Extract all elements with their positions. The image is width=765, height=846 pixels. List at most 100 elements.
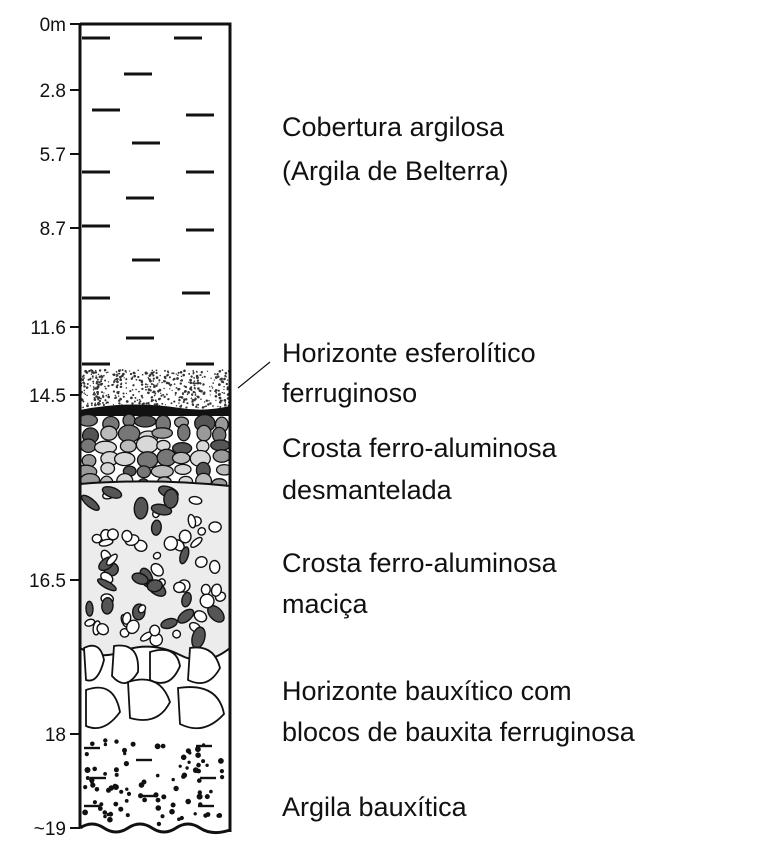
- spherule-dot: [105, 371, 108, 374]
- clay-dot: [114, 772, 119, 777]
- spherule-dot: [152, 390, 156, 394]
- crust-pebble: [136, 451, 159, 469]
- bauxite-block: [187, 646, 221, 684]
- spherule-dot: [220, 380, 224, 383]
- spherule-dot: [152, 380, 154, 382]
- spherule-dot: [226, 388, 229, 391]
- spherule-dot: [183, 385, 186, 387]
- spherule-dot: [86, 383, 89, 385]
- unit-label-line: Horizonte bauxítico com: [282, 676, 572, 706]
- spherule-dot: [97, 403, 100, 406]
- spherule-dot: [119, 397, 122, 401]
- spherule-dot: [102, 403, 105, 407]
- clay-dot: [142, 797, 148, 803]
- crust-nodule: [137, 604, 147, 614]
- clay-dot: [181, 772, 188, 778]
- spherule-dot: [125, 400, 129, 403]
- spherule-dot: [150, 382, 153, 386]
- crust-pebble: [151, 427, 174, 439]
- column-base-wavy: [79, 822, 231, 835]
- spherule-dot: [162, 379, 166, 383]
- spherule-dot: [199, 374, 202, 376]
- clay-dot: [196, 793, 203, 800]
- spherule-dot: [120, 383, 123, 386]
- spherule-dot: [155, 384, 158, 387]
- spherule-dot: [218, 383, 221, 386]
- spherule-dot: [155, 371, 158, 375]
- depth-label: 8.7: [40, 219, 66, 240]
- spherule-dot: [100, 391, 104, 394]
- spherule-dot: [189, 381, 193, 385]
- spherule-dot: [119, 378, 123, 382]
- clay-dot: [124, 799, 129, 803]
- crust-nodule: [179, 546, 190, 565]
- spherule-dot: [208, 400, 210, 402]
- crust-nodule: [172, 629, 182, 639]
- clay-dot: [122, 747, 127, 753]
- spherule-dot: [189, 378, 192, 382]
- spherule-dot: [183, 390, 186, 393]
- spherule-dot: [125, 387, 128, 389]
- clay-dot: [99, 802, 104, 807]
- spherule-dot: [101, 382, 104, 385]
- clay-dot: [123, 761, 129, 767]
- spherule-dot: [83, 382, 86, 385]
- spherule-dot: [108, 385, 110, 387]
- spherule-dot: [92, 371, 95, 375]
- spherule-dot: [116, 380, 119, 384]
- crust-nodule: [188, 495, 203, 505]
- spherule-dot: [140, 380, 144, 384]
- clay-dot: [170, 802, 176, 808]
- spherule-dot: [93, 396, 96, 399]
- clay-dot: [196, 762, 201, 768]
- spherule-dot: [82, 382, 84, 384]
- spherule-dot: [193, 386, 196, 390]
- spherule-dot: [157, 391, 160, 393]
- crust-pebble: [100, 461, 116, 475]
- spherule-dot: [143, 403, 145, 405]
- unit-label-line: Crosta ferro-aluminosa: [282, 433, 558, 463]
- spherule-dot: [133, 372, 136, 375]
- clay-dot: [204, 794, 210, 800]
- spherule-dot: [172, 372, 175, 375]
- crust-nodule: [146, 579, 163, 593]
- column-outline: [78, 22, 232, 832]
- spherule-dot: [97, 373, 100, 376]
- spherule-dot: [147, 384, 149, 386]
- spherule-dot: [128, 370, 131, 372]
- spherule-dot: [132, 384, 135, 387]
- spherule-dot: [173, 383, 176, 385]
- bauxite-block: [149, 648, 181, 684]
- spherule-dot: [118, 402, 121, 405]
- leader-line: [237, 361, 271, 389]
- spherule-dot: [103, 392, 105, 394]
- clay-dot: [160, 743, 166, 749]
- clay-dot: [97, 806, 103, 811]
- spherule-dot: [187, 391, 190, 394]
- crust-nodule: [133, 496, 149, 520]
- spherule-dot: [186, 402, 189, 405]
- crust-nodule: [91, 533, 103, 544]
- spherule-dot: [102, 394, 104, 397]
- depth-label: 11.6: [30, 318, 66, 339]
- spherule-dot: [217, 405, 219, 408]
- crust-nodule: [163, 488, 179, 509]
- crust-pebble: [133, 414, 157, 428]
- spherule-dot: [204, 376, 206, 378]
- spherule-dot: [95, 376, 98, 380]
- spherule-dot: [170, 402, 173, 405]
- clay-dot: [119, 789, 124, 794]
- bauxitic-clay-layer: [82, 738, 225, 827]
- spherule-dot: [115, 371, 118, 373]
- spherule-dot: [111, 383, 114, 387]
- spherule-dot: [175, 405, 178, 407]
- clay-dot: [118, 806, 124, 812]
- spherule-dot: [125, 392, 128, 395]
- spherule-dot: [82, 400, 85, 403]
- spherule-dot: [152, 383, 155, 386]
- spherule-dot: [119, 385, 122, 389]
- spherule-dot: [146, 385, 149, 388]
- spherule-dot: [96, 387, 99, 390]
- spherule-dot: [95, 380, 98, 383]
- crust-pebble: [210, 439, 230, 452]
